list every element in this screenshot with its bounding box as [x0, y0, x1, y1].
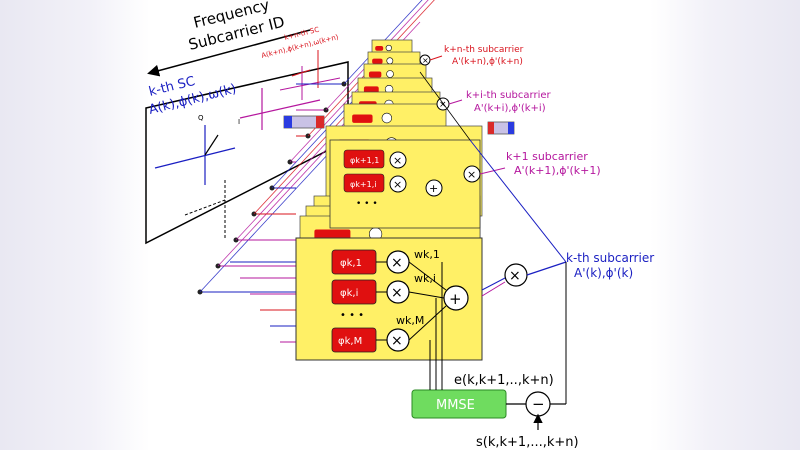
phi-k1-i: φk+1,i — [350, 180, 376, 189]
svg-text:×: × — [391, 255, 403, 271]
svg-text:×: × — [391, 285, 403, 301]
left-blurred-margin — [0, 0, 150, 450]
w-k-i: wk,i — [414, 272, 436, 285]
block-k-plus-1: φk+1,1 φk+1,i × × + • • • — [329, 139, 481, 229]
svg-text:+: + — [429, 182, 438, 195]
phi-k1-1: φk+1,1 — [350, 156, 379, 165]
subcarrier-name-ki: k+i-th subcarrier — [466, 90, 551, 101]
subcarrier-name-k1: k+1 subcarrier — [506, 150, 588, 163]
svg-text:• • •: • • • — [356, 199, 378, 209]
svg-text:×: × — [467, 168, 476, 181]
front-dots: • • • — [340, 310, 364, 321]
block-k: φk,1 φk,i • • • φk,M × × × + wk,1 wk,i w… — [295, 237, 483, 361]
svg-text:×: × — [391, 333, 403, 349]
w-k-m: wk,M — [396, 314, 424, 327]
filter-icons — [283, 115, 515, 135]
reference-label: s(k,k+1,...,k+n) — [476, 435, 579, 450]
subcarrier-params-k1: A'(k+1),ϕ'(k+1) — [514, 164, 601, 177]
svg-text:+: + — [449, 290, 462, 308]
w-k-1: wk,1 — [414, 248, 440, 261]
subcarrier-params-k: A'(k),ϕ'(k) — [574, 266, 633, 280]
error-label: e(k,k+1,..,k+n) — [454, 373, 554, 388]
axis-q-label: Q — [198, 114, 204, 122]
svg-text:×: × — [393, 178, 402, 191]
output-combiners: × × × × — [419, 54, 567, 404]
svg-text:×: × — [509, 268, 521, 284]
mmse-label: MMSE — [436, 398, 475, 413]
phi-k-1: φk,1 — [340, 258, 362, 269]
svg-text:×: × — [439, 100, 447, 110]
svg-text:×: × — [393, 154, 402, 167]
svg-text:×: × — [422, 56, 429, 65]
axis-i-label: I — [238, 118, 240, 126]
right-blurred-margin — [650, 0, 800, 450]
subcarrier-params-ki: A'(k+i),ϕ'(k+i) — [474, 103, 546, 114]
subcarrier-name-kn: k+n-th subcarrier — [444, 45, 524, 55]
subcarrier-params-kn: A'(k+n),ϕ'(k+n) — [452, 57, 523, 67]
mmse-section: MMSE − e(k,k+1,..,k+n) s(k,k+1,...,k+n) — [411, 262, 579, 450]
svg-text:−: − — [532, 395, 545, 413]
phi-k-i: φk,i — [340, 288, 358, 299]
subcarrier-name-k: k-th subcarrier — [566, 251, 654, 265]
phi-k-m: φk,M — [338, 336, 362, 347]
